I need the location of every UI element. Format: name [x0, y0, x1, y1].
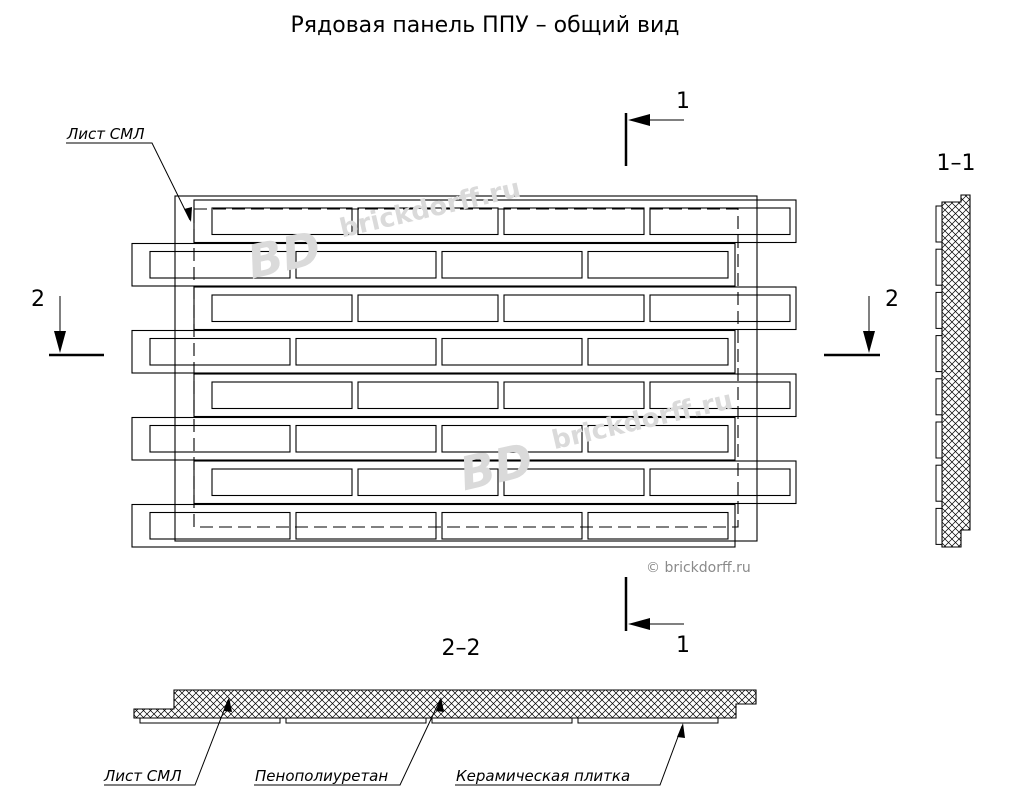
brick-tile: [503, 207, 645, 236]
bottom-tile: [139, 717, 281, 724]
brick-tile: [441, 337, 583, 366]
brick-tile: [149, 424, 291, 453]
brick-course: [193, 286, 797, 331]
brick-tile: [211, 468, 353, 497]
brick-row: [131, 329, 736, 374]
watermark-site-2: brickdorff.ru: [549, 385, 736, 456]
section-2-2-tiles: [139, 717, 719, 724]
brick-tile: [649, 468, 791, 497]
brick-course: [131, 329, 736, 374]
side-tile: [935, 248, 943, 286]
side-tile: [935, 335, 943, 373]
brick-tile: [503, 294, 645, 323]
brick-tile: [149, 337, 291, 366]
brick-tile: [149, 511, 291, 540]
brick-course: [131, 416, 736, 461]
section-1-1-tiles: [935, 205, 943, 545]
brick-row: [131, 242, 736, 287]
section-cut-2: 2 2: [31, 287, 899, 357]
watermark-logo-2: BD: [455, 432, 539, 501]
side-tile: [935, 421, 943, 459]
label-sml-sheet-bottom: Лист СМЛ: [103, 767, 181, 785]
brick-row: [131, 416, 736, 461]
brick-tiles: [131, 199, 797, 548]
brick-course: [193, 460, 797, 505]
brick-tile: [441, 424, 583, 453]
side-tile: [935, 507, 943, 545]
side-tile: [935, 378, 943, 416]
brick-course: [193, 373, 797, 418]
brick-tile: [587, 424, 729, 453]
brick-tile: [357, 381, 499, 410]
section-1-1-body: [941, 194, 971, 548]
watermark-site: brickdorff.ru: [337, 174, 524, 245]
brick-tile: [587, 250, 729, 279]
brick-course: [131, 242, 736, 287]
panel-front-view: [131, 195, 797, 548]
brick-tile: [503, 468, 645, 497]
brick-row: [193, 373, 797, 418]
bottom-tile: [285, 717, 427, 724]
bottom-tile: [431, 717, 573, 724]
brick-tile: [587, 337, 729, 366]
cut1-top-number: 1: [676, 89, 690, 114]
section-cut-1: 1 1: [624, 89, 690, 658]
brick-tile: [587, 511, 729, 540]
brick-course: [193, 199, 797, 244]
brick-tile: [295, 337, 437, 366]
label-sml-sheet-top: Лист СМЛ: [66, 125, 144, 143]
brick-tile: [649, 294, 791, 323]
section-1-1-view: 1–1: [935, 151, 976, 548]
watermark-top: BD brickdorff.ru: [242, 174, 524, 290]
section-2-2-view: 2–2: [133, 636, 757, 724]
brick-tile: [503, 381, 645, 410]
foam-layer-dashed: [193, 208, 739, 528]
side-tile: [935, 291, 943, 329]
brick-tile: [211, 207, 353, 236]
sml-sheet-outline: [174, 195, 758, 542]
section-1-1-title: 1–1: [937, 151, 976, 176]
brick-tile: [649, 381, 791, 410]
copyright-text: © brickdorff.ru: [646, 560, 751, 576]
side-tile: [935, 205, 943, 243]
drawing-title: Рядовая панель ППУ – общий вид: [291, 13, 680, 38]
cut1-bottom-number: 1: [676, 633, 690, 658]
brick-course: [131, 503, 736, 548]
brick-tile: [357, 294, 499, 323]
watermark-logo: BD: [242, 220, 326, 289]
brick-tile: [295, 250, 437, 279]
cut2-right-number: 2: [885, 287, 899, 312]
cut2-left-number: 2: [31, 287, 45, 312]
brick-row: [131, 503, 736, 548]
side-tile: [935, 464, 943, 502]
brick-row: [193, 199, 797, 244]
brick-row: [193, 286, 797, 331]
leader-arrowheads: [184, 207, 685, 738]
brick-tile: [211, 294, 353, 323]
bottom-tile: [577, 717, 719, 724]
brick-tile: [357, 207, 499, 236]
brick-tile: [357, 468, 499, 497]
brick-tile: [649, 207, 791, 236]
brick-tile: [211, 381, 353, 410]
section-2-2-body: [133, 689, 757, 719]
brick-tile: [441, 250, 583, 279]
brick-tile: [441, 511, 583, 540]
label-polyurethane: Пенополиуретан: [255, 767, 388, 785]
label-ceramic-tile: Керамическая плитка: [456, 767, 630, 785]
brick-tile: [149, 250, 291, 279]
section-2-2-title: 2–2: [442, 636, 481, 661]
brick-row: [193, 460, 797, 505]
brick-tile: [295, 511, 437, 540]
leaders: [66, 142, 683, 786]
brick-tile: [295, 424, 437, 453]
